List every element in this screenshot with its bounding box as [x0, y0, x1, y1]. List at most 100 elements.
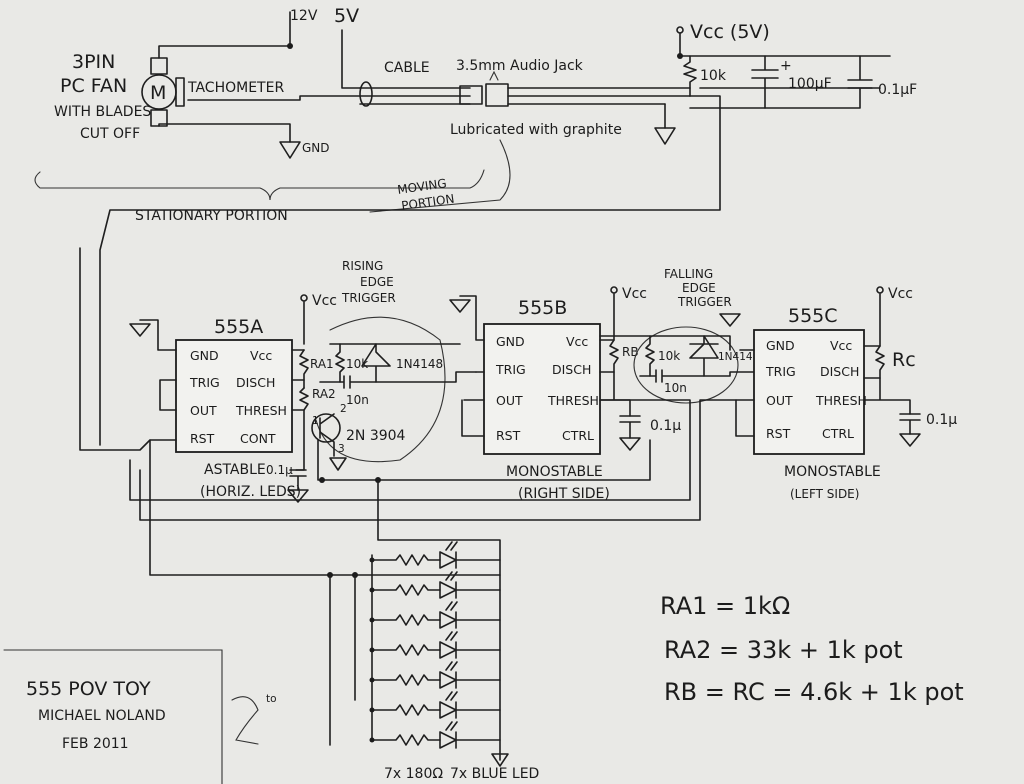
led-resistor-icon: [371, 584, 441, 596]
chip-a-pin-rst: RST: [190, 431, 215, 446]
moving-bracket: [369, 139, 511, 213]
ra1-resistor-icon: [299, 349, 309, 389]
chip-c-vcc-label: Vcc: [888, 286, 913, 302]
chip-a-pin-thresh: THRESH: [235, 403, 287, 418]
rc-label: Rc: [892, 349, 916, 371]
chip-a-out-wire: [149, 439, 501, 576]
rising-diode-label: 1N4148: [396, 357, 443, 371]
chip-c-pin-rst: RST: [766, 426, 791, 441]
chip-b-pin-vcc: Vcc: [566, 334, 588, 349]
transistor-icon: [311, 413, 341, 443]
rising-title-2: EDGE: [360, 275, 394, 289]
wire-gnd: [158, 123, 291, 143]
fan-label-2: PC FAN: [60, 75, 127, 97]
moving-label-1: MOVING: [396, 176, 447, 197]
tach-connector-icon: [175, 77, 185, 107]
chip-a-pin-gnd: GND: [190, 348, 219, 363]
falling-top-rail: [599, 335, 731, 351]
title-line-3: FEB 2011: [62, 736, 129, 752]
chip-a-pin-cont: CONT: [240, 431, 276, 446]
ground-symbol-icon: [279, 141, 301, 159]
chip-b-pin-out: OUT: [496, 393, 523, 408]
chip-a-pin-disch: DISCH: [236, 375, 275, 390]
led-icon: [439, 601, 501, 629]
chip-b-caption-1: MONOSTABLE: [506, 464, 603, 480]
formula-ra1: RA1 = 1kΩ: [660, 592, 790, 620]
chip-b-pin-ctrl: CTRL: [562, 428, 594, 443]
chip-b-cap-ground-icon: [619, 437, 641, 451]
rising-circle-outline: [315, 316, 446, 463]
chip-b-vcc-terminal-icon: [610, 286, 618, 294]
signal-wire-down: [99, 95, 721, 446]
side-note: to: [266, 693, 277, 705]
falling-title-1: FALLING: [664, 267, 713, 281]
cable-wires-right: [507, 87, 691, 105]
chip-a-caption-2: (HORIZ. LEDS): [200, 484, 301, 500]
chip-c-vcc-terminal-icon: [876, 286, 884, 294]
rising-r10k-icon: [335, 343, 345, 383]
chip-a-pin-out: OUT: [190, 403, 217, 418]
transistor-pin1: 1: [312, 415, 319, 427]
transistor-pin2: 2: [340, 403, 347, 415]
rising-cap-wire: [319, 371, 477, 389]
falling-r10k-label: 10k: [658, 349, 680, 363]
rising-r10k-label: 10k: [346, 357, 368, 371]
led-row: [369, 601, 501, 629]
falling-out-wire: [129, 399, 691, 501]
chip-b-ground-icon: [449, 295, 485, 341]
led-row: [369, 541, 501, 569]
led-icon: [439, 661, 501, 689]
fan-label-1: 3PIN: [72, 51, 115, 73]
audio-jack-icon: [459, 70, 509, 107]
falling-circle-outline: [633, 326, 739, 404]
chip-a-pin-trig: TRIG: [189, 375, 220, 390]
wire-5v: [341, 29, 361, 89]
v12-label: 12V: [290, 8, 318, 24]
chip-b-vcc-label: Vcc: [622, 286, 647, 302]
ra2-label: RA2: [312, 387, 336, 401]
transistor-label: 2N 3904: [346, 428, 406, 444]
chip-b-timing-cap-icon: [619, 415, 641, 439]
led-ground-icon: [491, 753, 509, 767]
formula-ra2: RA2 = 33k + 1k pot: [664, 636, 903, 664]
c01uf-label: 0.1µF: [878, 82, 917, 98]
led-array: 7x 180Ω 7x BLUE LED: [329, 479, 539, 782]
chip-a-timing-cap-icon: [289, 469, 307, 491]
led-icon: [439, 721, 501, 749]
chip-c-pin-vcc: Vcc: [830, 338, 852, 353]
falling-r10k-icon: [645, 335, 655, 377]
chip-c-cap-label: 0.1µ: [926, 412, 957, 428]
c100uf-capacitor-icon: [751, 55, 779, 109]
title-block: 555 POV TOY MICHAEL NOLAND FEB 2011 to: [3, 649, 277, 784]
chip-b-cap-label: 0.1µ: [650, 418, 681, 434]
led-row: [369, 571, 501, 599]
cable-section: CABLE 3.5mm Audio Jack Lubricated with g…: [34, 58, 691, 224]
jack-label: 3.5mm Audio Jack: [456, 58, 584, 74]
led-resistor-icon: [371, 674, 441, 686]
led-resistor-icon: [371, 644, 441, 656]
chip-b-caption-2: (RIGHT SIDE): [518, 486, 610, 502]
falling-cap-label: 10n: [664, 381, 687, 395]
chip-b-left-wires: [461, 371, 485, 437]
led-icon: [439, 631, 501, 659]
c100uf-label: 100µF: [788, 76, 832, 92]
fan-section: 3PIN PC FAN WITH BLADES CUT OFF M TACHOM…: [54, 5, 361, 159]
led-resistor-icon: [371, 704, 441, 716]
tacho-label: TACHOMETER: [187, 80, 284, 96]
rc-resistor-icon: [863, 345, 885, 379]
title-line-2: MICHAEL NOLAND: [38, 708, 166, 724]
chip-a-ground-icon: [129, 319, 177, 351]
chip-a-pin-vcc: Vcc: [250, 348, 272, 363]
falling-title-3: TRIGGER: [677, 295, 732, 309]
plus-label: +: [780, 58, 792, 74]
chip-b-pin-thresh: THRESH: [547, 393, 599, 408]
chip-c-pin-thresh: THRESH: [815, 393, 867, 408]
r10k-label: 10k: [700, 68, 727, 84]
vcc5-label: Vcc (5V): [690, 21, 770, 43]
led-junction-dot: [369, 737, 375, 743]
falling-cap-wire: [639, 369, 755, 383]
cable-sleeve-icon: [359, 81, 373, 107]
led-resistor-icon: [371, 554, 441, 566]
supply-filter-section: Vcc (5V) 10k + 100µF 0.1µF: [99, 21, 917, 446]
led-icon: [439, 691, 501, 719]
